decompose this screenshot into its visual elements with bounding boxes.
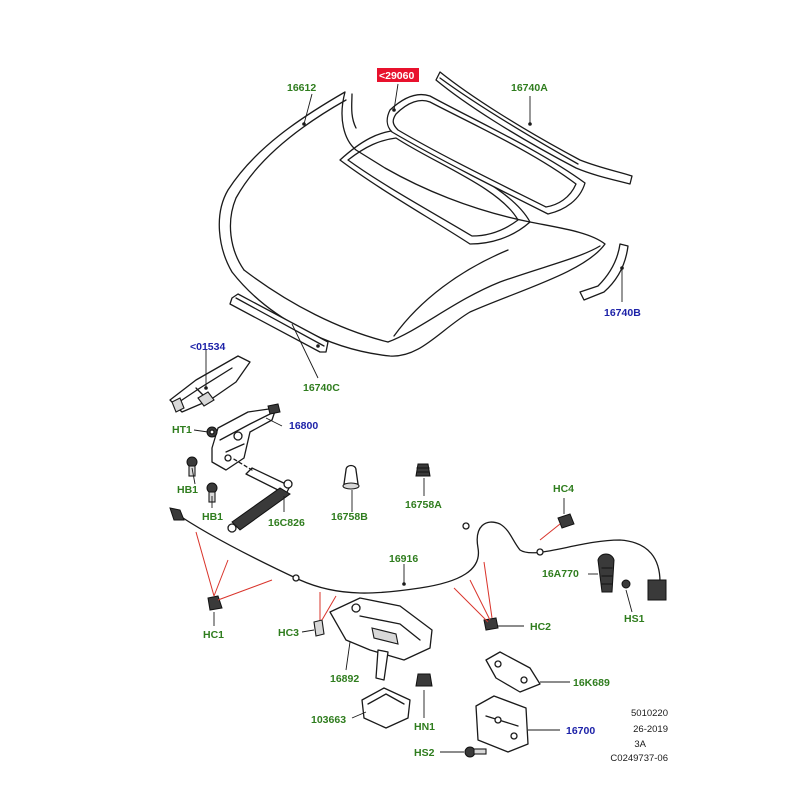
callout-seal-b[interactable]: 16740B <box>604 307 641 319</box>
callout-cover[interactable]: 103663 <box>311 714 346 726</box>
clip-hc1[interactable] <box>207 595 223 611</box>
bolt-ht1[interactable] <box>206 426 218 438</box>
leader-lines-red <box>195 523 561 623</box>
callout-latch[interactable]: 16700 <box>566 725 595 737</box>
reference-line-2: 26-2019 <box>633 724 668 735</box>
callout-hood[interactable]: 16612 <box>287 82 316 94</box>
seal-16740b[interactable] <box>579 243 629 301</box>
callout-hinge[interactable]: 16800 <box>289 420 318 432</box>
callout-hc1[interactable]: HC1 <box>203 629 224 641</box>
hood-panel[interactable] <box>218 91 606 357</box>
callout-hc4[interactable]: HC4 <box>553 483 574 495</box>
callout-cable[interactable]: 16916 <box>389 553 418 565</box>
bracket-16892[interactable] <box>329 597 433 681</box>
callout-ht1[interactable]: HT1 <box>172 424 192 436</box>
callout-hc3[interactable]: HC3 <box>278 627 299 639</box>
callout-seal-a[interactable]: 16740A <box>511 82 548 94</box>
reference-line-4: C0249737-06 <box>610 753 668 764</box>
callout-seal-c[interactable]: 16740C <box>303 382 340 394</box>
screw-hs2[interactable] <box>464 746 487 758</box>
callout-hb1-lower[interactable]: HB1 <box>202 511 223 523</box>
clip-hc3[interactable] <box>313 619 325 637</box>
screw-hs1[interactable] <box>621 579 631 589</box>
release-handle-16a770[interactable] <box>597 553 615 593</box>
callout-hc2[interactable]: HC2 <box>530 621 551 633</box>
gas-strut-16c826[interactable] <box>227 457 293 533</box>
callout-hs1[interactable]: HS1 <box>624 613 645 625</box>
reference-line-3: 3A <box>634 739 646 750</box>
insulator-highlight <box>377 68 419 82</box>
release-cable-16916[interactable] <box>169 507 661 594</box>
cover-103663[interactable] <box>361 687 411 729</box>
callout-labels: 16612 <29060 16740A 16740B 16740C <01534… <box>172 68 645 759</box>
seal-16740c[interactable] <box>229 293 329 353</box>
nut-hn1[interactable] <box>415 673 433 687</box>
seal-16740a[interactable] <box>435 71 633 185</box>
bumper-16758a[interactable] <box>415 463 431 477</box>
reference-block: 5010220 26-2019 3A C0249737-06 <box>610 708 668 764</box>
hinge-16800[interactable] <box>211 403 281 471</box>
bolt-hb1-upper[interactable] <box>186 456 198 477</box>
callout-striker[interactable]: 16K689 <box>573 677 610 689</box>
callout-release-handle[interactable]: 16A770 <box>542 568 579 580</box>
leader-lines <box>191 83 633 753</box>
clip-hc4[interactable] <box>557 513 575 529</box>
callout-strut[interactable]: 16C826 <box>268 517 305 529</box>
latch-16700[interactable] <box>475 695 529 753</box>
bracket-01534[interactable] <box>169 355 251 413</box>
callout-bracket-01534[interactable]: <01534 <box>190 341 225 353</box>
callout-hn1[interactable]: HN1 <box>414 721 435 733</box>
cable-end-connector <box>647 579 667 601</box>
bumper-16758b[interactable] <box>342 464 360 490</box>
callout-hs2[interactable]: HS2 <box>414 747 435 759</box>
striker-16k689[interactable] <box>485 651 541 693</box>
callout-bumper-b[interactable]: 16758B <box>331 511 368 523</box>
reference-line-1: 5010220 <box>631 708 668 719</box>
callout-hb1-upper[interactable]: HB1 <box>177 484 198 496</box>
callout-bracket-16892[interactable]: 16892 <box>330 673 359 685</box>
callout-bumper-a[interactable]: 16758A <box>405 499 442 511</box>
hood-insulator[interactable] <box>386 93 586 215</box>
callout-insulator[interactable]: <29060 <box>379 70 414 82</box>
